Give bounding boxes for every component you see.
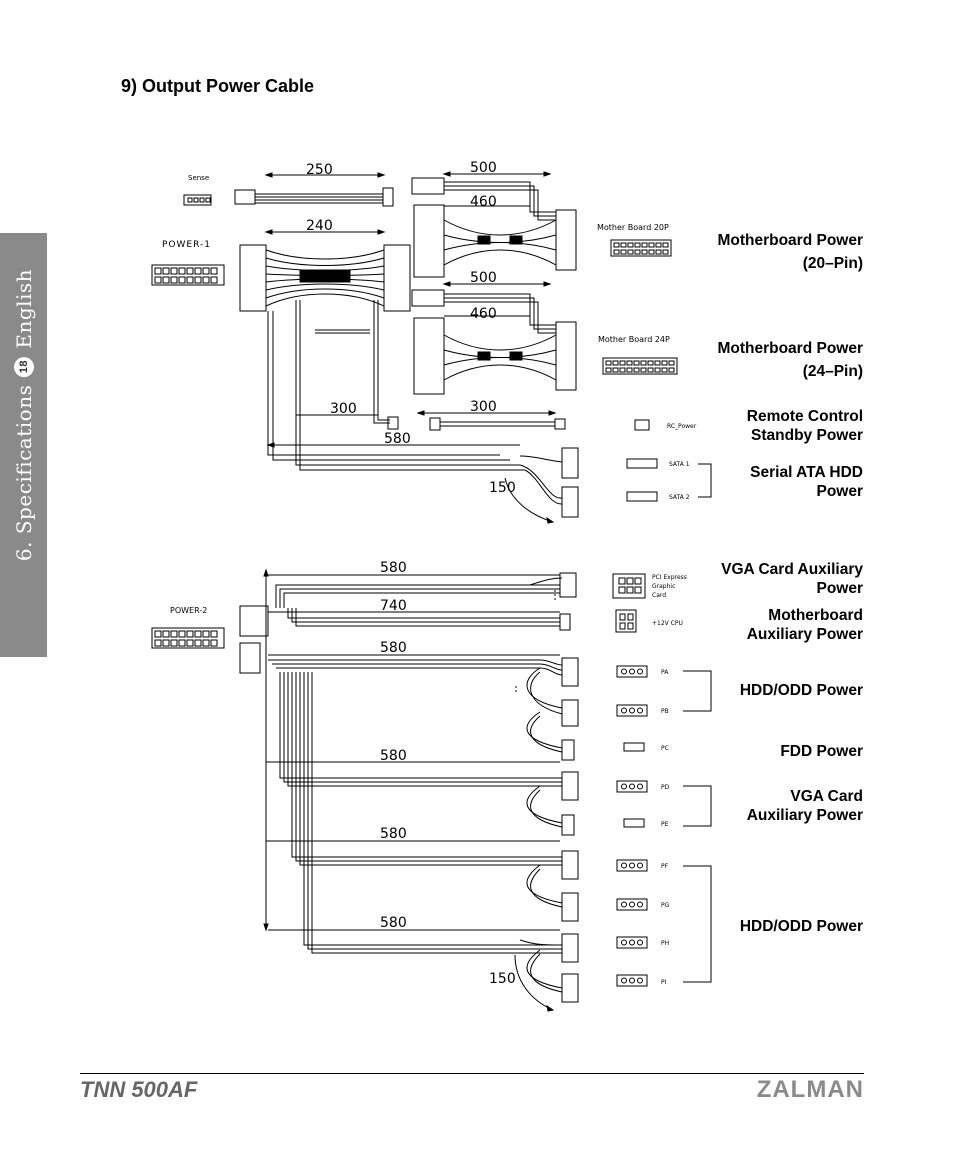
cpu12v-connector-icon bbox=[615, 609, 637, 633]
dim-580-upper: 580 bbox=[384, 431, 411, 447]
model-name: TNN 500AF bbox=[80, 1077, 198, 1102]
pb-label: PB bbox=[661, 708, 669, 715]
hdd-odd-power-label-2: HDD/ODD Power bbox=[739, 918, 863, 935]
cpu12v-label: +12V CPU bbox=[652, 620, 683, 627]
dim-580-pf: 580 bbox=[380, 826, 407, 842]
sata2-connector-icon bbox=[626, 491, 658, 502]
pci-express-connector-icon bbox=[612, 573, 646, 599]
pa-label: PA bbox=[661, 669, 669, 676]
pci-label-line3: Card bbox=[652, 592, 666, 599]
dim-300-right: 300 bbox=[470, 399, 497, 415]
power1-group: Sense POWER-1 250 240 bbox=[151, 160, 712, 524]
pg-label: PG bbox=[661, 902, 670, 909]
dim-580-ph: 580 bbox=[380, 915, 407, 931]
pd-label: PD bbox=[661, 784, 670, 791]
mb24-connector-icon bbox=[602, 357, 678, 375]
sata1-connector-icon bbox=[626, 458, 658, 469]
power1-label: POWER-1 bbox=[162, 240, 211, 250]
sense-label: Sense bbox=[188, 174, 209, 182]
mb24-power-label: Motherboard Power (24–Pin) bbox=[717, 340, 863, 380]
dim-460-lower: 460 bbox=[470, 306, 497, 322]
mb20-connector-icon bbox=[610, 239, 672, 257]
pi-label: PI bbox=[661, 979, 667, 986]
ph-label: PH bbox=[661, 940, 669, 947]
molex-icons bbox=[616, 665, 648, 987]
sata1-label: SATA 1 bbox=[669, 461, 690, 468]
rc-power-label: Remote Control Standby Power bbox=[746, 408, 863, 444]
dim-150-upper: 150 bbox=[489, 480, 516, 496]
power2-connector-icon bbox=[151, 627, 225, 649]
sata-power-label: Serial ATA HDD Power bbox=[750, 464, 863, 500]
dim-500-lower: 500 bbox=[470, 270, 497, 286]
mb20-label: Mother Board 20P bbox=[597, 223, 669, 232]
power2-label: POWER-2 bbox=[170, 606, 207, 615]
fdd-power-label: FDD Power bbox=[780, 743, 863, 760]
pf-label: PF bbox=[661, 863, 669, 870]
rc-connector-icon bbox=[634, 419, 650, 431]
pci-label-line1: PCI Express bbox=[652, 574, 687, 581]
dim-500-upper: 500 bbox=[470, 160, 497, 176]
page-heading: 9) Output Power Cable bbox=[121, 76, 315, 96]
mb24-label: Mother Board 24P bbox=[598, 335, 670, 344]
vga-aux-power-label: VGA Card Auxiliary Power bbox=[721, 561, 863, 597]
pe-label: PE bbox=[661, 821, 669, 828]
dim-580-vga: 580 bbox=[380, 560, 407, 576]
power2-group: POWER-2 580 740 580 580 bbox=[151, 560, 712, 1012]
sata2-label: SATA 2 bbox=[669, 494, 690, 501]
mb20-power-label: Motherboard Power (20–Pin) bbox=[717, 232, 863, 272]
side-tab bbox=[0, 233, 47, 657]
dim-300-left: 300 bbox=[330, 401, 357, 417]
rc-label: RC_Power bbox=[667, 423, 697, 430]
vga-card-aux-power-label: VGA Card Auxiliary Power bbox=[746, 788, 863, 824]
dim-580-pa: 580 bbox=[380, 640, 407, 656]
hdd-odd-power-label-1: HDD/ODD Power bbox=[739, 682, 863, 699]
pci-label-line2: Graphic bbox=[652, 583, 675, 590]
footer-divider bbox=[80, 1073, 864, 1074]
dim-250: 250 bbox=[306, 162, 333, 178]
brand-logo: ZALMAN bbox=[756, 1076, 864, 1103]
mb-aux-power-label: Motherboard Auxiliary Power bbox=[746, 607, 863, 643]
dim-240: 240 bbox=[306, 218, 333, 234]
dim-740: 740 bbox=[380, 598, 407, 614]
dim-150-lower: 150 bbox=[489, 971, 516, 987]
sense-connector-icon bbox=[183, 194, 212, 206]
power1-pins bbox=[154, 267, 218, 284]
dim-460-upper: 460 bbox=[470, 194, 497, 210]
power1-connector-icon bbox=[151, 264, 225, 286]
dim-580-pd: 580 bbox=[380, 748, 407, 764]
pc-label: PC bbox=[661, 745, 669, 752]
